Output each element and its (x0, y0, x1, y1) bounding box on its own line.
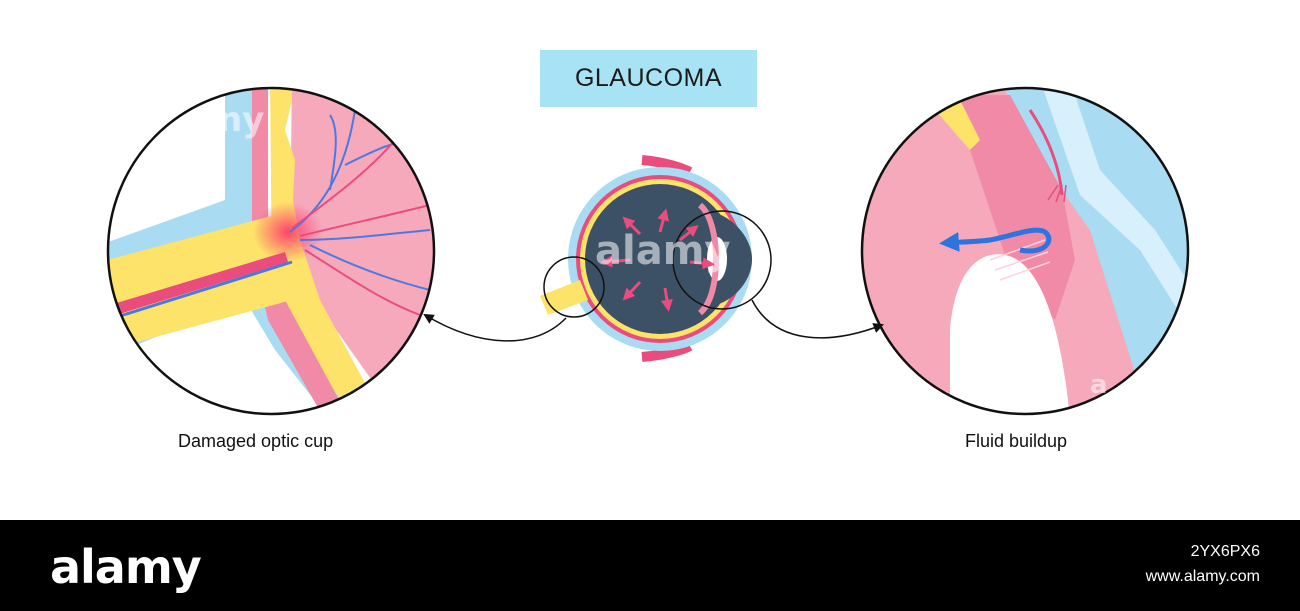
title-banner: GLAUCOMA (540, 50, 757, 107)
left-connector-arrow (423, 313, 567, 342)
caption-damaged-optic-cup: Damaged optic cup (178, 431, 334, 451)
diagram-canvas: ny alamy a (106, 86, 1190, 416)
right-connector-arrow (751, 299, 884, 339)
eye-cross-section (540, 155, 772, 362)
footer-logo: alamy (50, 540, 202, 594)
fluid-buildup-magnified-view (862, 88, 1188, 414)
glaucoma-diagram (106, 86, 1190, 416)
caption-fluid-buildup: Fluid buildup (965, 431, 1068, 451)
page-title: GLAUCOMA (574, 64, 723, 92)
footer-image-id: 2YX6PX6 (1190, 543, 1260, 560)
watermark-center: alamy (595, 228, 731, 274)
optic-cup-magnified-view (108, 88, 434, 414)
watermark-fragment-right: a (1090, 370, 1108, 400)
watermark-fragment-left: ny (218, 100, 265, 140)
footer-url: www.alamy.com (1145, 568, 1260, 585)
footer-bar: alamy 2YX6PX6 www.alamy.com (0, 520, 1300, 611)
